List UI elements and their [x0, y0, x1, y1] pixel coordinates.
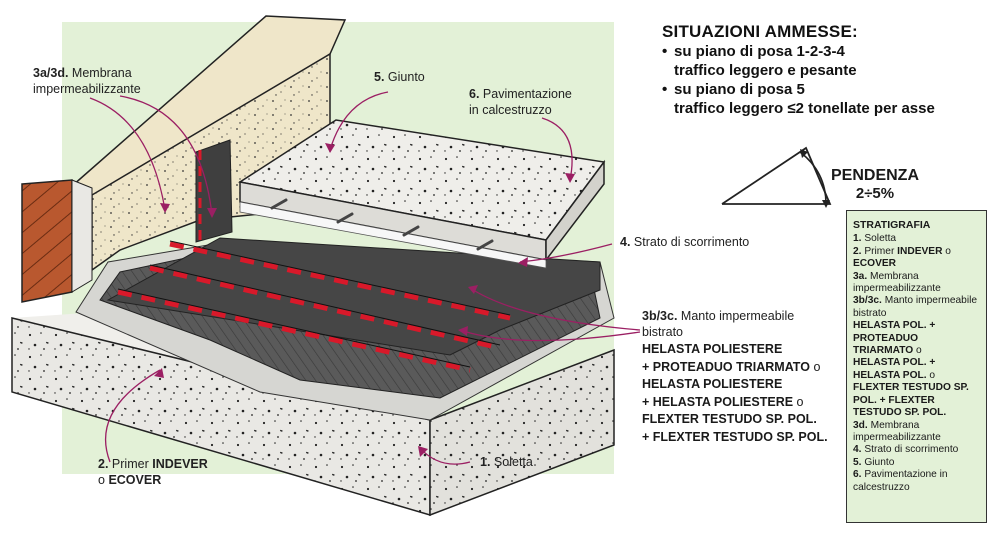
label-5: 5. Giunto [374, 69, 425, 85]
legend-item: 3d. Membrana impermeabilizzante [853, 419, 941, 443]
label-3a3d-text1: Membrana [71, 66, 132, 80]
stratigraphy-title: STRATIGRAFIA [853, 219, 931, 231]
brick-wall [21, 179, 73, 303]
manto-line: FLEXTER TESTUDO SP. POL. [642, 412, 817, 426]
label-3a3d-number: 3a/3d. [33, 66, 69, 80]
label-3b3c-number: 3b/3c. [642, 309, 678, 323]
label-3b3c-text2: bistrato [642, 325, 683, 339]
label-2: 2. Primer INDEVER o ECOVER [98, 456, 238, 488]
label-3a3d: 3a/3d. Membrana impermeabilizzante [33, 65, 203, 97]
label-3a3d-text2: impermeabilizzante [33, 82, 141, 96]
label-2-number: 2. [98, 457, 109, 471]
situation-detail: traffico leggero e pesante [674, 62, 857, 79]
label-2-product1: INDEVER [152, 457, 208, 471]
legend-item: 1. Soletta [853, 233, 897, 245]
manto-line: + FLEXTER TESTUDO SP. POL. [642, 429, 828, 444]
manto-line: + HELASTA POLIESTERE o [642, 394, 804, 409]
legend-item: 6. Pavimentazione in calcestruzzo [853, 469, 948, 493]
legend-item: 5. Giunto [853, 456, 895, 468]
sliding-layer [239, 201, 547, 269]
slope-title: PENDENZA [830, 167, 919, 184]
leader-lines [89, 91, 641, 465]
admitted-situations: SITUAZIONI AMMESSE: •su piano di posa 1-… [662, 22, 992, 118]
manto-line: + PROTEADUO TRIARMATO o [642, 359, 821, 374]
slope-value: 2÷5% [855, 185, 895, 202]
dowels [270, 198, 494, 251]
label-1: 1. Soletta [480, 454, 533, 470]
label-3b3c: 3b/3c. Manto impermeabile bistrato [642, 308, 842, 340]
manto-line: HELASTA POLIESTERE [642, 342, 783, 356]
slope-label: PENDENZA 2÷5% [810, 167, 940, 202]
manto-product-list: HELASTA POLIESTERE + PROTEADUO TRIARMATO… [642, 341, 842, 446]
label-2-text: Primer [111, 457, 149, 471]
label-1-number: 1. [480, 455, 491, 469]
legend-item: 4. Strato di scorrimento [853, 444, 959, 456]
stratigraphy-legend: STRATIGRAFIA 1. Soletta 2. Primer INDEVE… [846, 210, 987, 523]
admitted-situations-title: SITUAZIONI AMMESSE: [662, 22, 858, 41]
label-6-number: 6. [469, 87, 480, 101]
situation-detail: traffico leggero ≤2 tonellate per asse [674, 100, 935, 117]
label-5-text: Giunto [387, 70, 425, 84]
upstand-membrane [195, 139, 233, 243]
label-6-text2: in calcestruzzo [469, 103, 552, 117]
label-2-product2: ECOVER [108, 473, 162, 487]
label-4-text: Strato di scorrimento [633, 235, 750, 249]
manto-line: HELASTA POLIESTERE [642, 377, 783, 391]
membrane-dark [106, 237, 601, 356]
label-2-or: o [98, 473, 105, 487]
label-4: 4. Strato di scorrimento [620, 234, 749, 250]
legend-item: 3a. Membrana impermeabilizzante [853, 270, 941, 295]
label-4-number: 4. [620, 235, 631, 249]
label-6: 6. Pavimentazione in calcestruzzo [469, 86, 609, 118]
situation-bullet: •su piano di posa 1-2-3-4 [662, 43, 845, 60]
situation-bullet: •su piano di posa 5 [662, 81, 805, 98]
label-5-number: 5. [374, 70, 385, 84]
seams [117, 241, 511, 373]
label-6-text1: Pavimentazione [482, 87, 572, 101]
slope-symbol [721, 146, 832, 208]
label-3b3c-text1: Manto impermeabile [680, 309, 795, 323]
label-1-text: Soletta [493, 455, 533, 469]
